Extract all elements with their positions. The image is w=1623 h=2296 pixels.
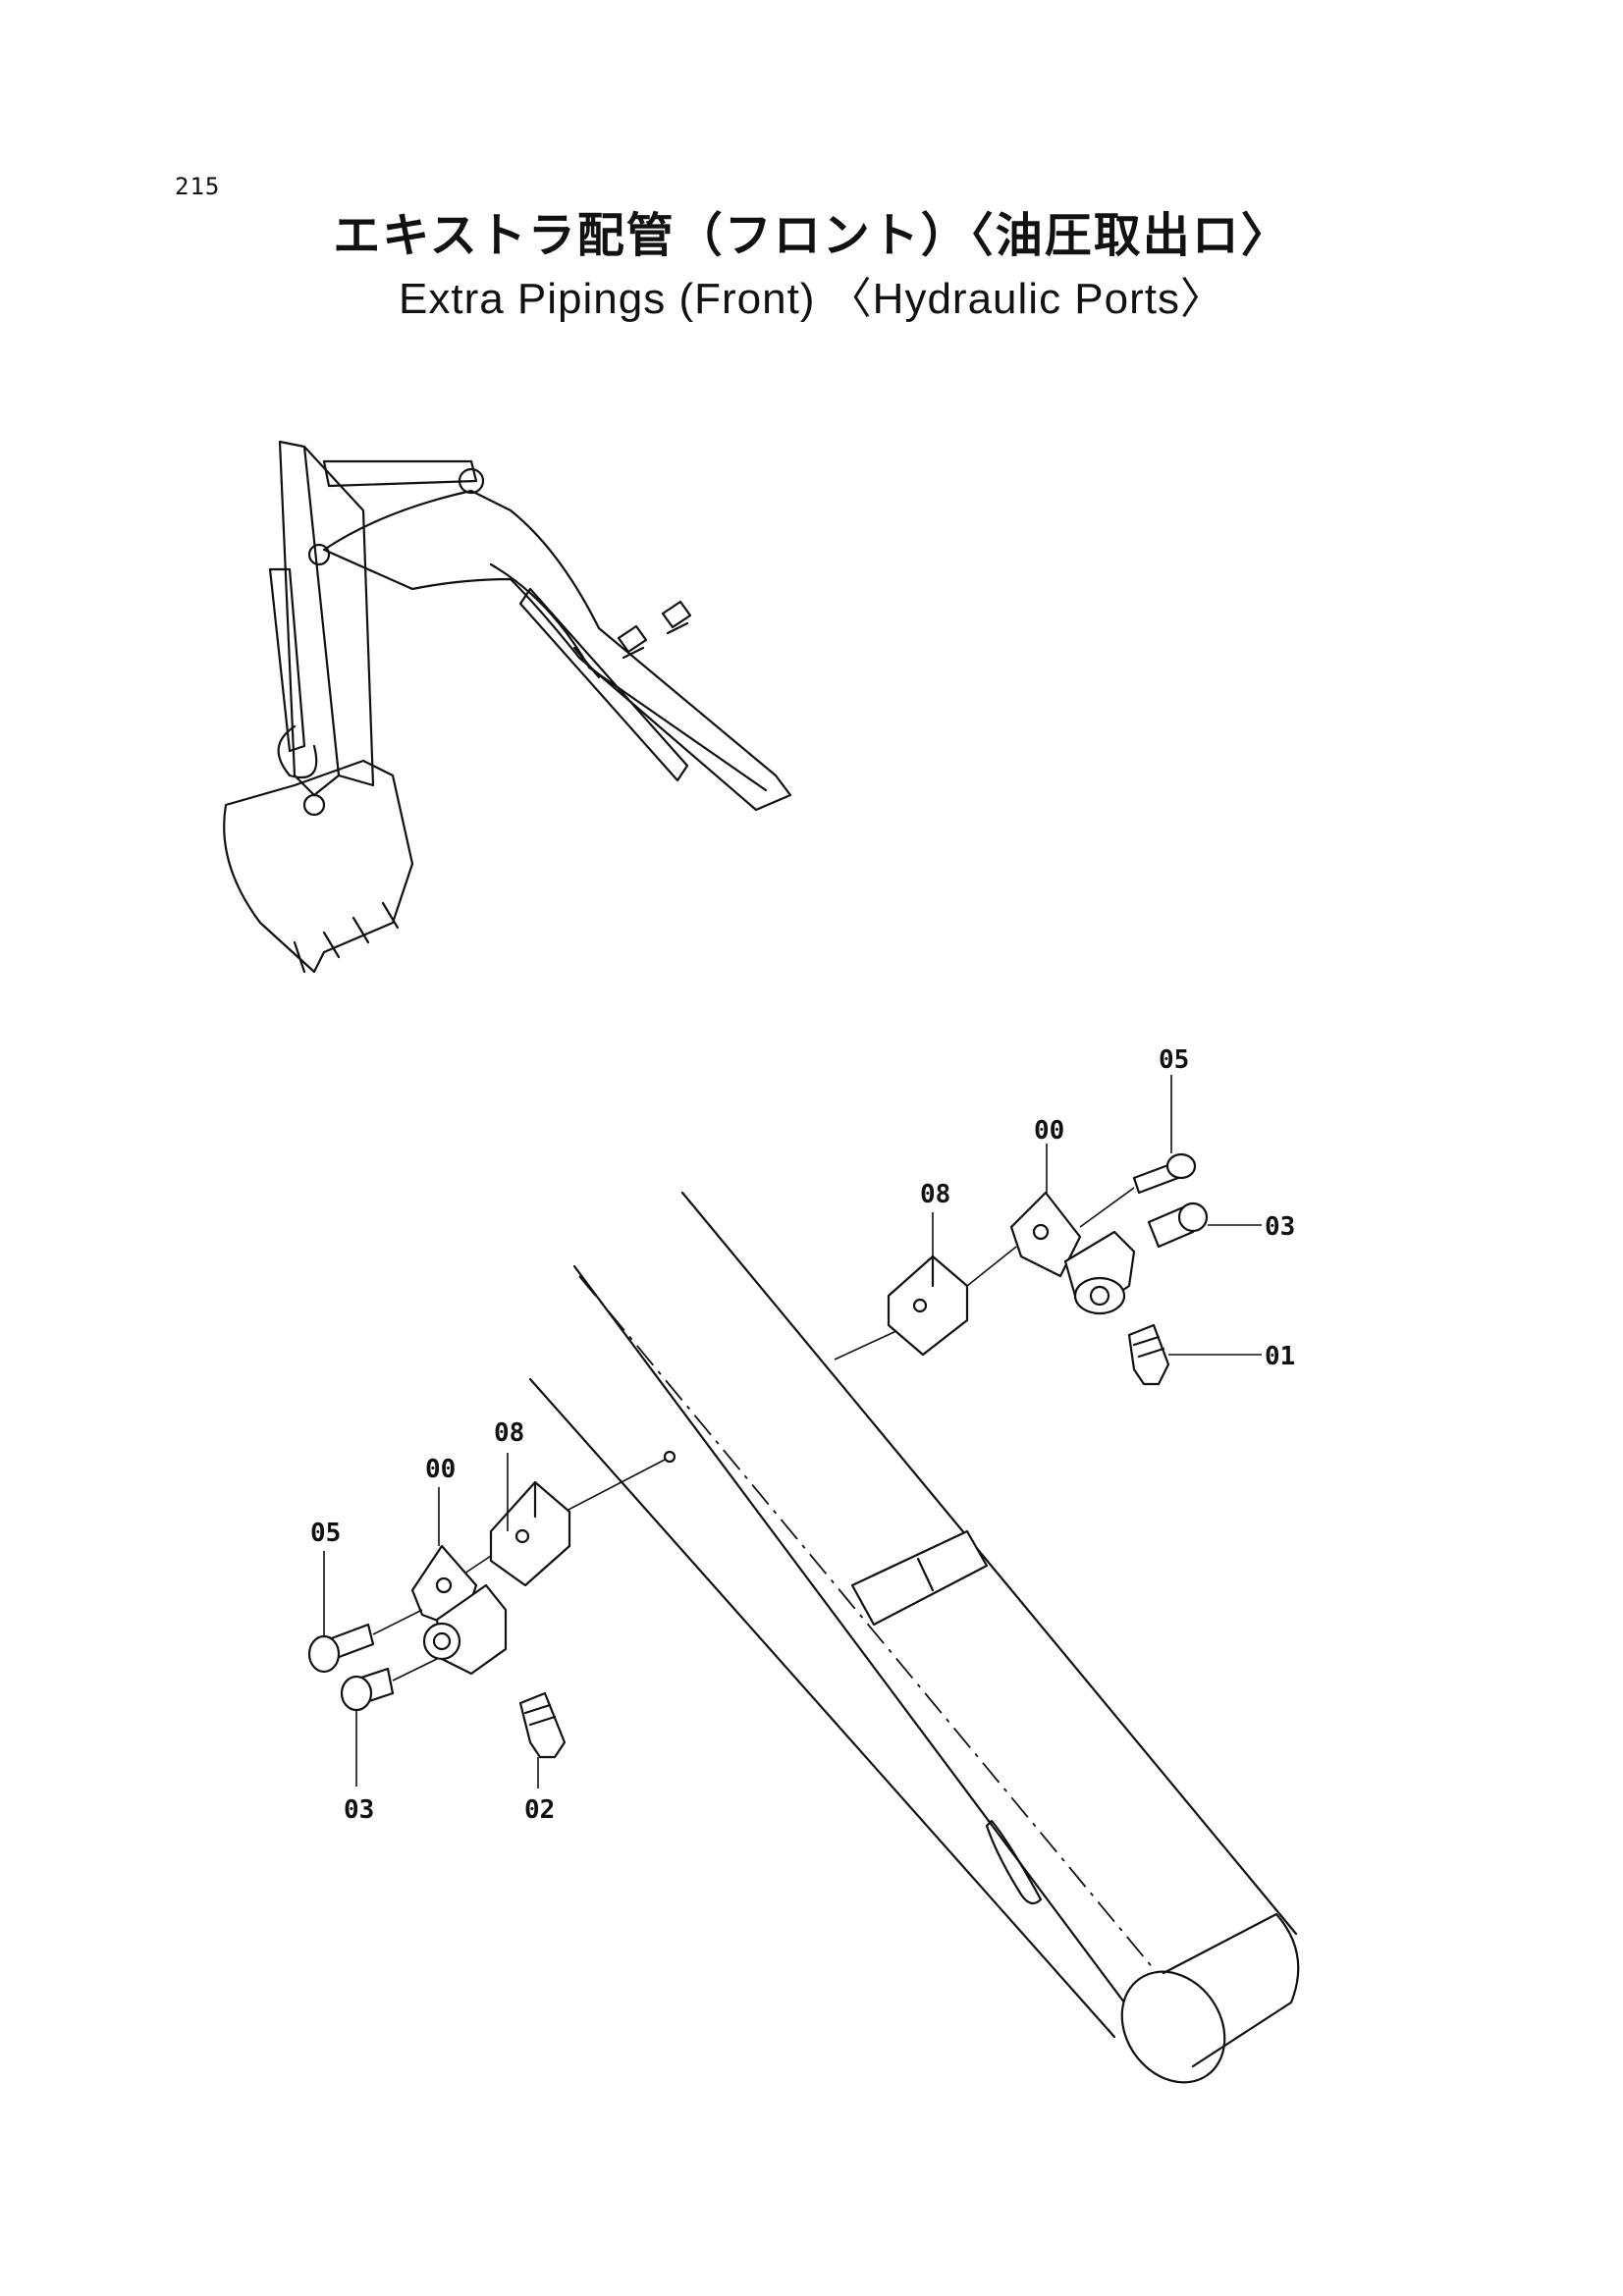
boom-inner-edge <box>489 562 768 792</box>
boom-detail-top-edge <box>680 1191 1298 1936</box>
arm-pivot-pin <box>458 467 485 495</box>
left-port-assembly: 08 00 05 03 02 <box>307 1418 676 1825</box>
callout-left-00: 00 <box>425 1455 456 1484</box>
left-nipple-02 <box>518 1691 567 1759</box>
boom-top-pin <box>307 543 331 566</box>
right-bracket-00 <box>1009 1191 1082 1278</box>
callout-left-02: 02 <box>524 1795 555 1825</box>
arm-cylinder <box>322 459 478 488</box>
callout-right-01: 01 <box>1265 1342 1295 1371</box>
boom-port-fittings <box>617 600 692 660</box>
excavator-front-overview <box>223 440 792 974</box>
boom-slot <box>985 1819 1043 1905</box>
boom-section-detail <box>528 1191 1300 2084</box>
boom-cylinder-rod <box>572 646 601 679</box>
page-number: 215 <box>175 173 221 200</box>
bucket <box>223 759 414 974</box>
bucket-teeth <box>293 901 400 974</box>
boom-reinforcing-plate <box>850 1529 989 1627</box>
callout-left-05: 05 <box>310 1519 341 1548</box>
boom-detail-left-edge-inner <box>528 1377 1116 2039</box>
left-spacer-block-08 <box>489 1480 571 1587</box>
callout-right-03: 03 <box>1265 1212 1295 1242</box>
boom-outline <box>322 489 792 812</box>
bucket-cylinder <box>268 567 306 753</box>
callout-right-05: 05 <box>1159 1045 1189 1075</box>
callout-left-08: 08 <box>494 1418 524 1448</box>
arm-front <box>302 445 375 787</box>
bucket-pin <box>302 793 326 817</box>
hose-loop <box>277 724 318 779</box>
callout-right-00: 00 <box>1034 1116 1064 1146</box>
right-port-assembly: 05 00 08 03 01 <box>834 1045 1295 1386</box>
boom-detail-center-line <box>578 1275 1174 1994</box>
callout-right-08: 08 <box>920 1180 950 1209</box>
callout-left-03: 03 <box>344 1795 374 1825</box>
boom-end-boss <box>1120 1970 1226 2084</box>
right-spacer-block-08 <box>887 1255 969 1357</box>
boom-cylinder <box>518 587 689 782</box>
page-title-japanese: エキストラ配管（フロント）〈油圧取出ロ〉 <box>333 208 1290 263</box>
page-title-english: Extra Pipings (Front) 〈Hydraulic Ports〉 <box>399 275 1224 323</box>
arm-outline <box>278 440 341 797</box>
boom-detail-left-edge-outer <box>572 1264 1141 2024</box>
right-nipple-01 <box>1127 1323 1170 1386</box>
